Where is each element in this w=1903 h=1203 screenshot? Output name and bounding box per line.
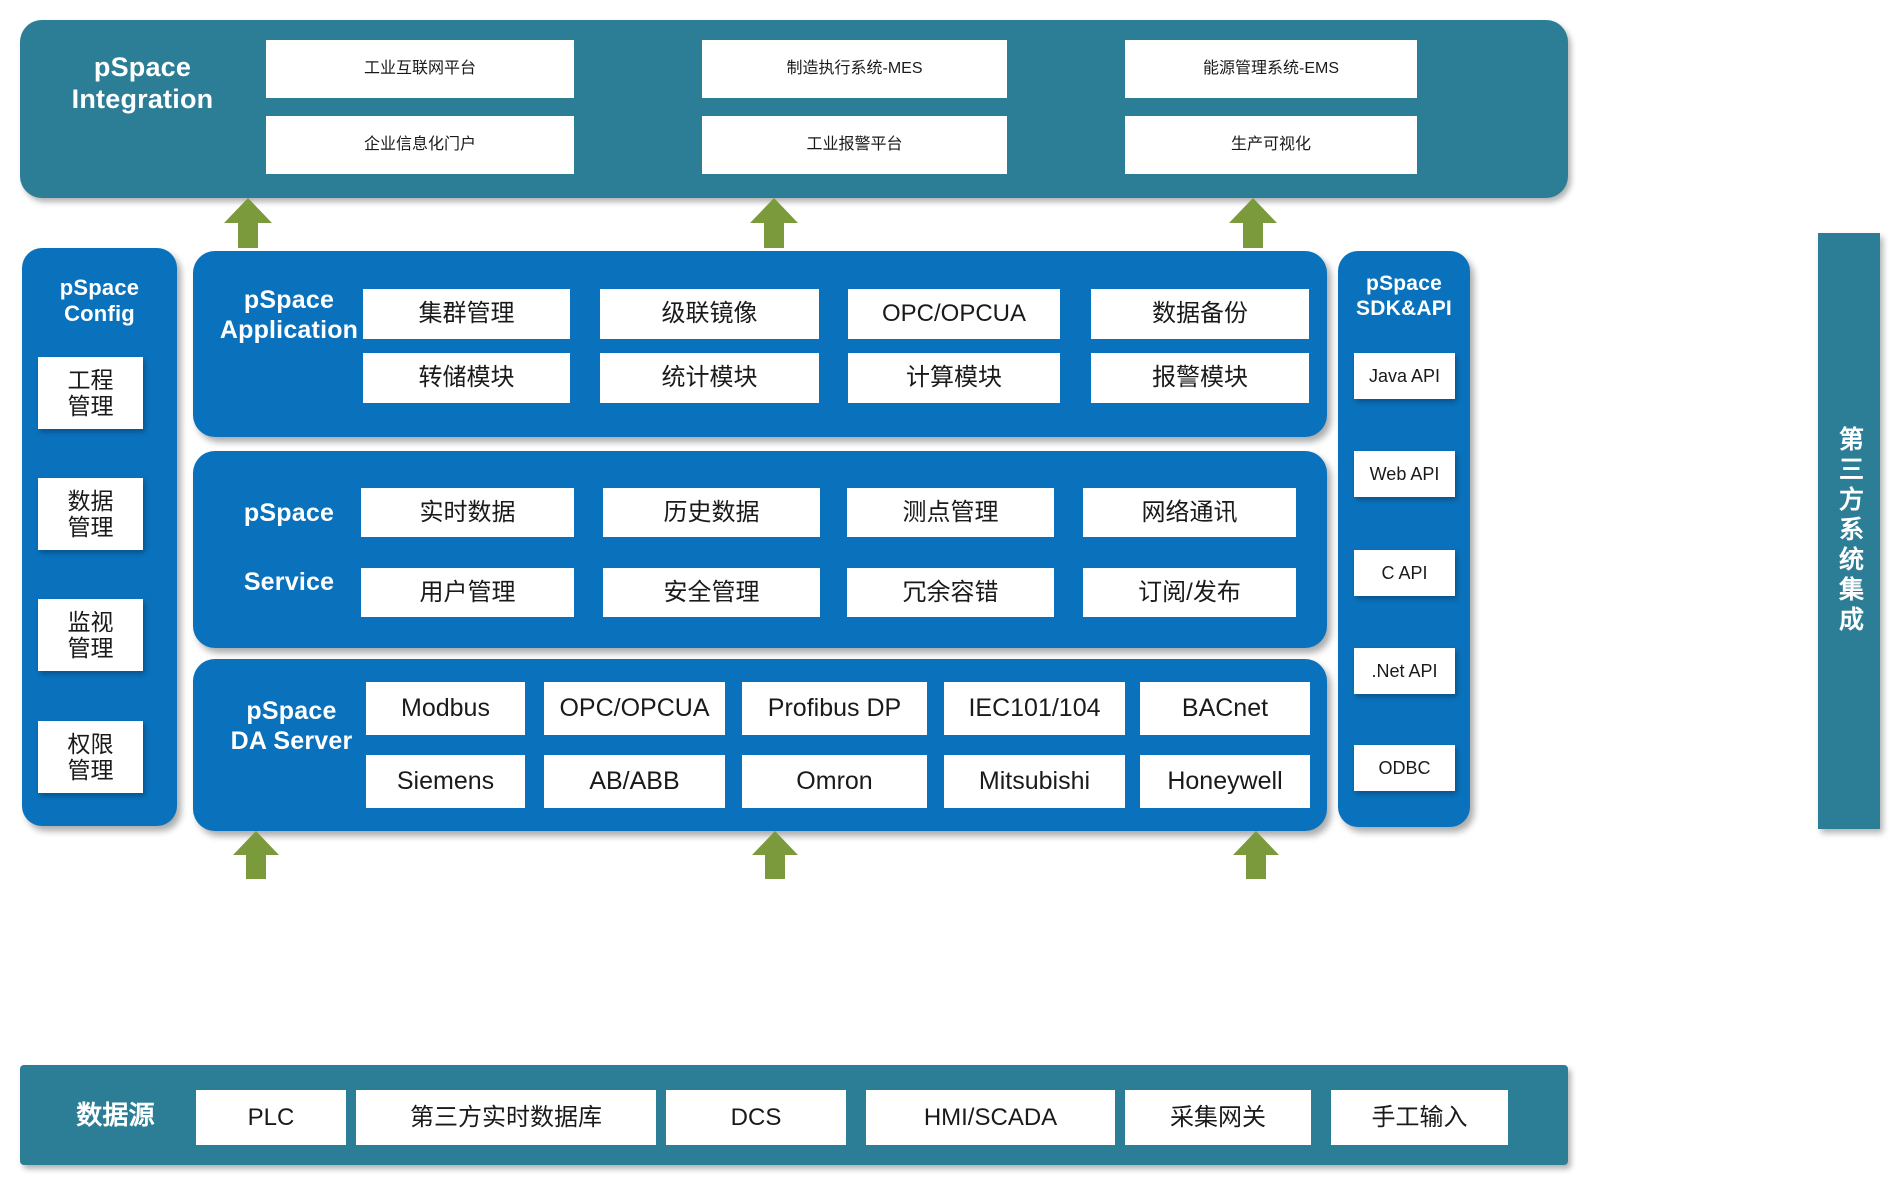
config-item-label-line2: 管理 xyxy=(67,393,114,419)
arrow-up-icon xyxy=(750,198,798,248)
application-cell-data-backup[interactable]: 数据备份 xyxy=(1091,289,1309,339)
application-cell-opc-opcua[interactable]: OPC/OPCUA xyxy=(848,289,1060,339)
config-item-project-management[interactable]: 工程 管理 xyxy=(38,357,143,429)
da-server-layer-title: pSpace DA Server xyxy=(230,697,353,755)
application-cell-calculation-module[interactable]: 计算模块 xyxy=(848,353,1060,403)
integration-layer-title: pSpace Integration xyxy=(71,52,214,114)
config-item-label-line2: 管理 xyxy=(67,514,114,540)
integration-cell-enterprise-portal[interactable]: 企业信息化门户 xyxy=(266,116,574,174)
application-cell-cluster-management[interactable]: 集群管理 xyxy=(363,289,570,339)
service-cell-network-communication[interactable]: 网络通讯 xyxy=(1083,488,1296,537)
integration-cell-production-visualization[interactable]: 生产可视化 xyxy=(1125,116,1417,174)
da-cell-opc-opcua[interactable]: OPC/OPCUA xyxy=(544,682,725,735)
service-cell-user-management[interactable]: 用户管理 xyxy=(361,568,574,617)
config-item-label-line1: 工程 xyxy=(67,366,114,393)
da-cell-omron[interactable]: Omron xyxy=(742,755,927,808)
sdk-item-c-api[interactable]: C API xyxy=(1354,550,1455,596)
sdk-api-layer-title: pSpace SDK&API xyxy=(1356,272,1452,320)
sdk-item-odbc[interactable]: ODBC xyxy=(1354,745,1455,791)
service-cell-history-data[interactable]: 历史数据 xyxy=(603,488,820,537)
third-party-integration-label: 第三方系统集成 xyxy=(1835,426,1864,636)
config-item-data-management[interactable]: 数据 管理 xyxy=(38,478,143,550)
sdk-item-java-api[interactable]: Java API xyxy=(1354,353,1455,399)
datasource-cell-plc[interactable]: PLC xyxy=(196,1090,346,1145)
service-layer xyxy=(193,451,1327,648)
third-party-integration-strip: 第三方系统集成 xyxy=(1818,233,1880,829)
application-layer-title: pSpace Application xyxy=(219,286,359,344)
da-cell-modbus[interactable]: Modbus xyxy=(366,682,525,735)
da-cell-bacnet[interactable]: BACnet xyxy=(1140,682,1310,735)
service-cell-point-management[interactable]: 测点管理 xyxy=(847,488,1054,537)
service-layer-title-line2: Service xyxy=(243,568,335,596)
datasource-cell-gateway[interactable]: 采集网关 xyxy=(1125,1090,1311,1145)
da-cell-profibus-dp[interactable]: Profibus DP xyxy=(742,682,927,735)
config-layer-title: pSpace Config xyxy=(59,275,140,326)
config-item-label-line1: 监视 xyxy=(67,608,114,635)
da-cell-iec101-104[interactable]: IEC101/104 xyxy=(944,682,1125,735)
service-cell-security-management[interactable]: 安全管理 xyxy=(603,568,820,617)
application-cell-statistics-module[interactable]: 统计模块 xyxy=(600,353,819,403)
config-item-monitor-management[interactable]: 监视 管理 xyxy=(38,599,143,671)
datasource-layer-title: 数据源 xyxy=(76,1100,155,1130)
arrow-up-icon xyxy=(233,831,279,879)
arrow-up-icon xyxy=(224,198,272,248)
config-item-label-line2: 管理 xyxy=(67,757,114,783)
da-cell-honeywell[interactable]: Honeywell xyxy=(1140,755,1310,808)
da-cell-siemens[interactable]: Siemens xyxy=(366,755,525,808)
sdk-item-net-api[interactable]: .Net API xyxy=(1354,648,1455,694)
application-cell-cascade-mirror[interactable]: 级联镜像 xyxy=(600,289,819,339)
da-cell-mitsubishi[interactable]: Mitsubishi xyxy=(944,755,1125,808)
application-cell-alarm-module[interactable]: 报警模块 xyxy=(1091,353,1309,403)
integration-cell-alarm-platform[interactable]: 工业报警平台 xyxy=(702,116,1007,174)
service-cell-subscribe-publish[interactable]: 订阅/发布 xyxy=(1083,568,1296,617)
service-cell-realtime-data[interactable]: 实时数据 xyxy=(361,488,574,537)
config-item-label-line2: 管理 xyxy=(67,635,114,661)
integration-cell-industrial-internet[interactable]: 工业互联网平台 xyxy=(266,40,574,98)
integration-cell-ems[interactable]: 能源管理系统-EMS xyxy=(1125,40,1417,98)
config-item-permission-management[interactable]: 权限 管理 xyxy=(38,721,143,793)
sdk-api-layer xyxy=(1338,251,1470,827)
da-cell-ab-abb[interactable]: AB/ABB xyxy=(544,755,725,808)
datasource-cell-hmi-scada[interactable]: HMI/SCADA xyxy=(866,1090,1115,1145)
sdk-item-web-api[interactable]: Web API xyxy=(1354,451,1455,497)
application-cell-archive-module[interactable]: 转储模块 xyxy=(363,353,570,403)
application-layer xyxy=(193,251,1327,437)
config-item-label-line1: 权限 xyxy=(67,730,114,757)
datasource-cell-third-party-rtdb[interactable]: 第三方实时数据库 xyxy=(356,1090,656,1145)
arrow-up-icon xyxy=(752,831,798,879)
datasource-cell-manual-input[interactable]: 手工输入 xyxy=(1331,1090,1508,1145)
arrow-up-icon xyxy=(1229,198,1277,248)
config-item-label-line1: 数据 xyxy=(67,487,114,514)
service-cell-redundancy[interactable]: 冗余容错 xyxy=(847,568,1054,617)
arrow-up-icon xyxy=(1233,831,1279,879)
integration-cell-mes[interactable]: 制造执行系统-MES xyxy=(702,40,1007,98)
datasource-cell-dcs[interactable]: DCS xyxy=(666,1090,846,1145)
service-layer-title-line1: pSpace xyxy=(243,499,335,527)
